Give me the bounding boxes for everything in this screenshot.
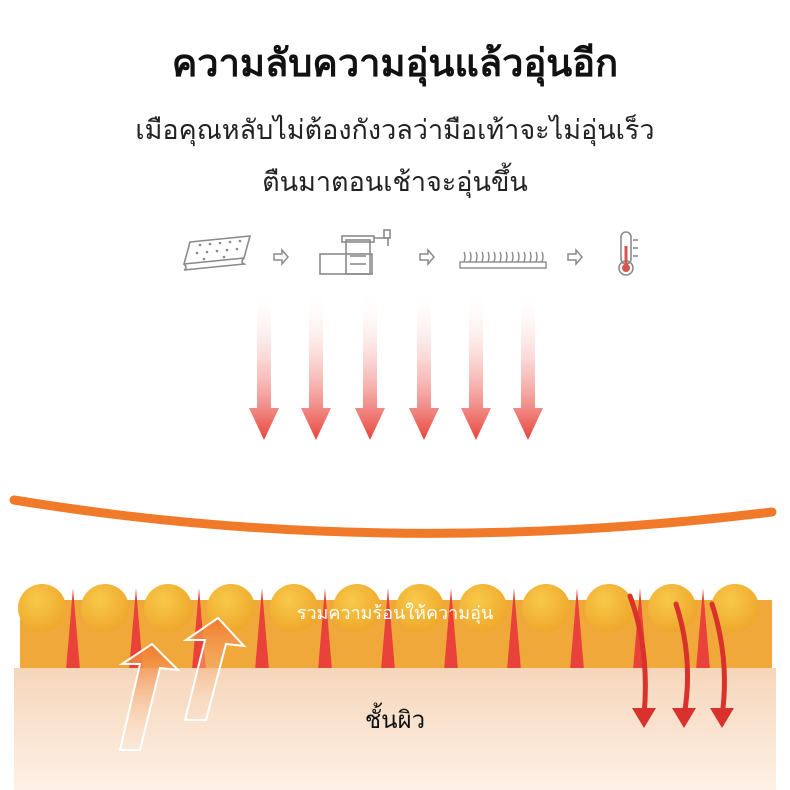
fiber-ball xyxy=(81,584,129,632)
fiber-ball xyxy=(270,584,318,632)
fiber-ball xyxy=(18,584,66,632)
headline: ความลับความอุ่นแล้วอุ่นอีก xyxy=(171,41,619,85)
heat-return-arrows xyxy=(627,593,727,719)
fiber-ball xyxy=(711,584,759,632)
fiber-spike xyxy=(696,588,710,670)
fiber-spike xyxy=(318,588,332,670)
chevron-right-icon xyxy=(419,247,435,267)
fiber-spike xyxy=(129,588,143,670)
heat-down-arrow xyxy=(513,290,543,440)
heat-up-arrows xyxy=(118,616,247,751)
machine-icon xyxy=(319,229,391,275)
subline-1: เมือคุณหลับไม่ต้องกังวลว่ามือเท้าจะไม่อุ… xyxy=(135,115,655,146)
fiber-ball xyxy=(459,584,507,632)
heat-down-arrow xyxy=(409,290,439,440)
layer-label: รวมความร้อนให้ความอุ่น xyxy=(296,603,494,624)
heat-down-arrows xyxy=(249,290,543,440)
fiber-spike xyxy=(507,588,521,670)
fiber-spike xyxy=(570,588,584,670)
fiber-ball xyxy=(585,584,633,632)
fabric-sheet-icon xyxy=(182,235,252,271)
heat-down-arrow xyxy=(249,290,279,440)
fiber-spike xyxy=(66,588,80,670)
fiber-ball xyxy=(522,584,570,632)
chevron-right-icon xyxy=(567,247,583,267)
subline-2: ตืนมาตอนเช้าจะอุ่นขึ้น xyxy=(262,167,528,198)
fabric-curve xyxy=(9,495,777,538)
fiber-ball xyxy=(144,584,192,632)
fiber-spike xyxy=(255,588,269,670)
fiber-spike xyxy=(381,588,395,670)
thermometer-icon xyxy=(618,231,638,276)
heat-down-arrow xyxy=(301,290,331,440)
fiber-ball xyxy=(648,584,696,632)
fiber-ball xyxy=(333,584,381,632)
heat-return-arrowheads xyxy=(632,708,734,728)
heat-down-arrow xyxy=(355,290,385,440)
skin-label: ชั้นผิว xyxy=(364,706,426,734)
chevron-right-icon xyxy=(273,247,289,267)
fiber-spike xyxy=(444,588,458,670)
heat-down-arrow xyxy=(461,290,491,440)
fiber-ball xyxy=(396,584,444,632)
bristle-fiber-icon xyxy=(459,251,547,269)
